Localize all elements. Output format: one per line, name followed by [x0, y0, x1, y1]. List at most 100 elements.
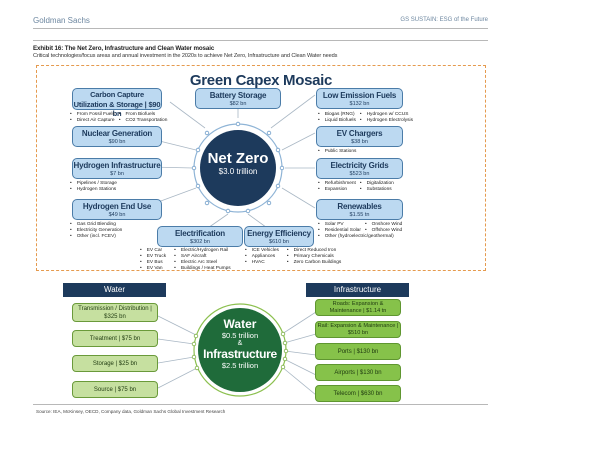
brand-name: Goldman Sachs	[33, 16, 90, 25]
bullet: Refurbishment	[318, 181, 356, 187]
bullet: Public Stations	[318, 149, 357, 155]
header-rule	[33, 28, 488, 29]
electrification-label: Electrification	[175, 229, 225, 238]
renewables-label: Renewables	[337, 202, 382, 211]
source-note: Source: IEA, McKinsey, OECD, Company dat…	[36, 409, 226, 414]
exhibit-title: Exhibit 16: The Net Zero, Infrastructure…	[33, 45, 215, 52]
mosaic-frame	[36, 65, 486, 271]
bullet: EV Car	[140, 248, 166, 254]
bullet: Electric/Hydrogen Rail	[174, 248, 231, 254]
water-value: $0.5 trillion	[221, 331, 259, 340]
netzero-value: $3.0 trillion	[218, 167, 258, 176]
energy-efficiency-label: Energy Efficiency	[247, 229, 311, 238]
electricity-grids-bullets: RefurbishmentExpansion DigitalizationSub…	[318, 181, 394, 193]
water-item[interactable]: Transmission / Distribution | $325 bn	[72, 303, 158, 322]
exhibit-subtitle: Critical technologies/focus areas and an…	[33, 53, 338, 59]
water-infra-center: Water $0.5 trillion & Infrastructure $2.…	[196, 317, 284, 371]
bullet: From Biofuels	[119, 112, 168, 118]
electricity-grids-value: $523 bn	[349, 171, 370, 177]
ampersand: &	[237, 340, 243, 347]
footer-rule	[33, 404, 488, 405]
hydrogen-infra-bullets: Pipelines / StorageHydrogen Stations	[70, 181, 117, 193]
bullet: Direct Reduced Iron	[287, 248, 341, 254]
hydrogen-end-use-bullets: Gas Grid BlendingElectricity GenerationO…	[70, 222, 123, 240]
box-low-emission-fuels[interactable]: Low Emission Fuels $132 bn	[316, 88, 403, 109]
infrastructure-item[interactable]: Telecom | $630 bn	[315, 385, 401, 402]
bullet: Other (hydroelectric/geothermal)	[318, 234, 402, 240]
bullet: Substations	[360, 187, 394, 193]
netzero-ring-nodes	[191, 121, 285, 214]
infrastructure-item[interactable]: Rail: Expansion & Maintenance | $510 bn	[315, 321, 401, 338]
box-energy-efficiency[interactable]: Energy Efficiency $610 bn	[244, 226, 314, 247]
ccus-bullets: From Fossil FuelsDirect Air Capture From…	[70, 112, 168, 124]
hydrogen-end-use-label: Hydrogen End Use	[82, 202, 152, 211]
bullet: EV Van	[140, 266, 166, 272]
water-item[interactable]: Source | $75 bn	[72, 381, 158, 398]
box-nuclear[interactable]: Nuclear Generation $90 bn	[72, 126, 162, 147]
bullet: ICE Vehicles	[245, 248, 279, 254]
bullet: Zero Carbon Buildings	[287, 260, 342, 266]
water-item[interactable]: Treatment | $75 bn	[72, 330, 158, 347]
low-emission-fuels-bullets: Biogas (RNG)Liquid Biofuels Hydrogen w/ …	[318, 112, 413, 124]
ccus-label: Carbon Capture Utilization & Storage | $…	[73, 90, 161, 118]
bullet: Primary Chemicals	[287, 254, 341, 260]
infrastructure-item[interactable]: Airports | $130 bn	[315, 364, 401, 381]
bullet: Hydrogen w/ CCUS	[360, 112, 413, 118]
bullet: Hydrogen Stations	[70, 187, 117, 193]
bullet: Residential Solar	[318, 228, 361, 234]
report-name: GS SUSTAIN: ESG of the Future	[400, 17, 488, 23]
title-rule	[33, 40, 488, 41]
low-emission-fuels-value: $132 bn	[349, 101, 370, 107]
electrification-value: $302 bn	[190, 239, 210, 245]
infrastructure-item[interactable]: Ports | $130 bn	[315, 343, 401, 360]
mosaic-title: Green Capex Mosaic	[189, 72, 333, 89]
nuclear-value: $90 bn	[108, 139, 126, 145]
hydrogen-infra-label: Hydrogen Infrastructure	[73, 161, 161, 170]
water-circle	[198, 308, 282, 392]
bullet: EV Truck	[140, 254, 166, 260]
bullet: Electricity Generation	[70, 228, 123, 234]
bullet: Offshore Wind	[365, 228, 403, 234]
water-ring-nodes	[191, 331, 289, 371]
hydrogen-infra-value: $7 bn	[110, 171, 124, 177]
energy-efficiency-value: $610 bn	[269, 239, 289, 245]
bullet: Digitalization	[360, 181, 394, 187]
water-item[interactable]: Storage | $25 bn	[72, 355, 158, 372]
infrastructure-value: $2.5 trillion	[221, 361, 259, 370]
water-header: Water	[63, 283, 166, 297]
renewables-bullets: Solar PVResidential Solar Onshore WindOf…	[318, 222, 403, 240]
electrification-bullets: EV CarEV TruckEV BusEV Van Electric/Hydr…	[140, 248, 231, 272]
box-renewables[interactable]: Renewables $1.55 tn	[316, 199, 403, 220]
bullet: Biogas (RNG)	[318, 112, 356, 118]
bullet: EV Bus	[140, 260, 166, 266]
bullet: Pipelines / Storage	[70, 181, 117, 187]
box-electricity-grids[interactable]: Electricity Grids $523 bn	[316, 158, 403, 179]
box-electrification[interactable]: Electrification $302 bn	[157, 226, 243, 247]
bullet: Other (incl. FCEV)	[70, 234, 122, 240]
infrastructure-title: Infrastructure	[203, 347, 277, 361]
box-ccus[interactable]: Carbon Capture Utilization & Storage | $…	[72, 88, 162, 118]
bullet: Onshore Wind	[365, 222, 403, 228]
low-emission-fuels-label: Low Emission Fuels	[322, 91, 397, 100]
bullet: Direct Air Capture	[70, 118, 115, 124]
infrastructure-item[interactable]: Roads: Expansion & Maintenance | $1.14 t…	[315, 299, 401, 316]
nuclear-label: Nuclear Generation	[81, 129, 153, 138]
bullet: Buildings / Heat Pumps	[174, 266, 231, 272]
box-battery-storage[interactable]: Battery Storage $82 bn	[195, 88, 281, 109]
bullet: Appliances	[245, 254, 279, 260]
water-connectors	[157, 311, 317, 396]
battery-storage-value: $82 bn	[229, 101, 247, 107]
water-title: Water	[223, 317, 257, 331]
bullet: CO2 Transportation	[119, 118, 168, 124]
box-hydrogen-end-use[interactable]: Hydrogen End Use $49 bn	[72, 199, 162, 220]
energy-efficiency-bullets: ICE VehiclesAppliancesHVAC Direct Reduce…	[245, 248, 342, 266]
box-hydrogen-infra[interactable]: Hydrogen Infrastructure $7 bn	[72, 158, 162, 179]
infrastructure-header: Infrastructure	[306, 283, 409, 297]
battery-storage-label: Battery Storage	[209, 91, 267, 100]
bullet: Hydrogen Electrolysis	[360, 118, 413, 124]
box-ev-chargers[interactable]: EV Chargers $38 bn	[316, 126, 403, 147]
netzero-center: Net Zero $3.0 trillion	[198, 150, 278, 177]
bullet: Gas Grid Blending	[70, 222, 122, 228]
ev-chargers-label: EV Chargers	[336, 129, 383, 138]
